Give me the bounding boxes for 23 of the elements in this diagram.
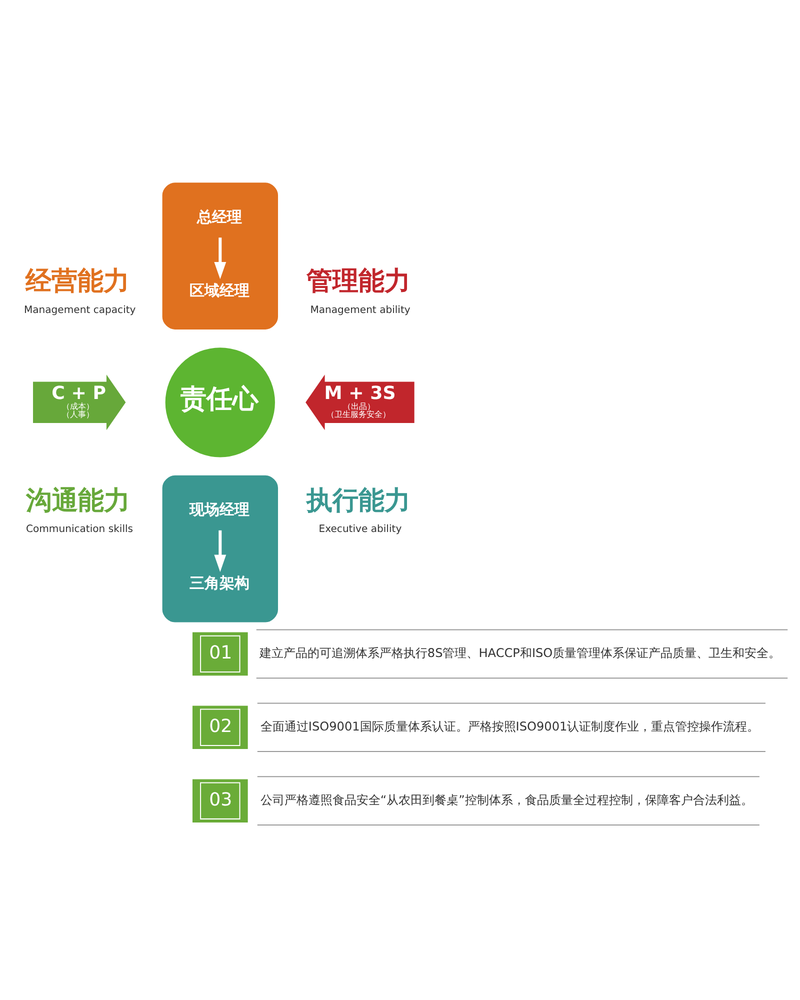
node-label: 经营能力 bbox=[25, 266, 130, 297]
node-label: 管理能力 bbox=[306, 266, 411, 297]
arrow bbox=[214, 238, 226, 280]
node-label: 建立产品的可追溯体系严格执行8S管理、HACCP和ISO质量管理体系保证产品质量、卫生和安全。 bbox=[259, 646, 781, 660]
node-box: 01 bbox=[192, 632, 248, 676]
node-label: Executive ability bbox=[318, 524, 402, 536]
node-text: 区域经理 bbox=[189, 281, 250, 300]
node-text: 现场经理 bbox=[189, 500, 250, 519]
arrow bbox=[214, 530, 226, 572]
node-box: 02 bbox=[192, 706, 248, 750]
cluster bbox=[162, 475, 278, 622]
node-label: Management capacity bbox=[24, 304, 136, 316]
node-box: 03 bbox=[192, 779, 248, 822]
node-circle: 责任心 bbox=[165, 348, 275, 458]
node-label: 执行能力 bbox=[306, 486, 411, 516]
node-label: 全面通过ISO9001国际质量体系认证。严格按照ISO9001认证制度作业，重点管控操作流程。 bbox=[260, 720, 760, 734]
node-label: Communication skills bbox=[26, 524, 134, 536]
node-label: 公司严格遵照食品安全“从农田到餐桌”控制体系，食品质量全过程控制，保障客户合法利益。 bbox=[260, 792, 753, 807]
node-label: 沟通能力 bbox=[26, 486, 130, 516]
node-text: 三角架构 bbox=[189, 574, 250, 592]
cluster bbox=[162, 182, 278, 330]
node-text: 总经理 bbox=[197, 208, 242, 226]
node-label: Management ability bbox=[310, 304, 410, 316]
